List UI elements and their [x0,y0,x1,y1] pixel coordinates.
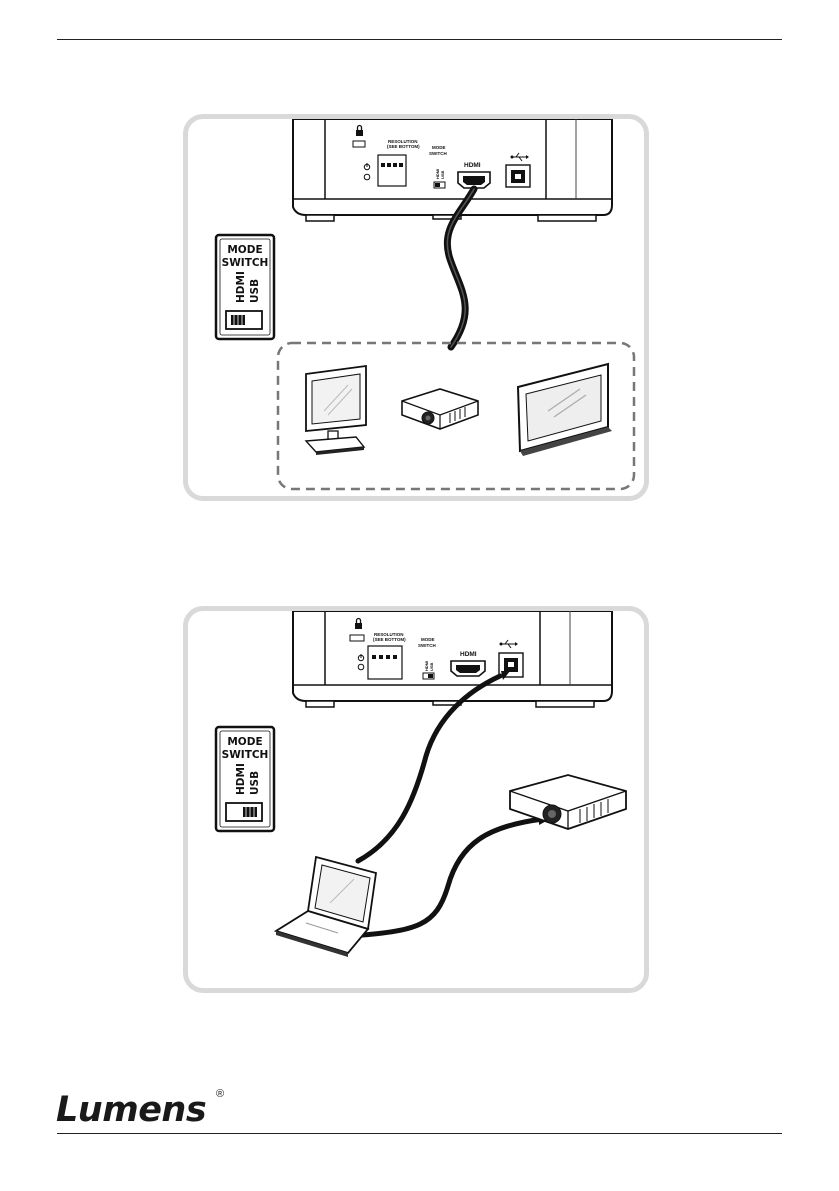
resolution-note: (SEE BOTTOM) [387,144,420,149]
mode-switch-callout: MODE SWITCH HDMI USB [216,235,274,339]
hdmi-port-label: HDMI [460,651,477,658]
logo-text: Lumens [56,1090,206,1130]
registered-mark: ® [216,1088,224,1100]
monitor-icon [306,366,366,455]
mode-switch-callout: MODE SWITCH HDMI USB [216,727,274,831]
callout-mode-label: MODE [227,736,262,748]
small-switch-usb: USB [429,662,434,671]
mode-label: MODE [432,145,446,150]
callout-mode-label: MODE [227,244,262,256]
visualizer-rear-panel [293,611,612,707]
hdmi-diagram-svg: RESOLUTION (SEE BOTTOM) MODE SWITCH HDMI… [188,119,644,496]
hdmi-port-label: HDMI [464,162,481,169]
resolution-dip-switch [378,155,406,186]
callout-usb-label: USB [249,279,261,303]
laptop-icon [276,857,376,957]
switch-label: SWITCH [418,643,436,648]
lumens-logo: Lumens ® [56,1090,246,1130]
mode-label: MODE [421,637,435,642]
usb-connection-diagram: RESOLUTION (SEE BOTTOM) MODE SWITCH HDMI… [183,606,649,993]
usb-b-port [506,165,530,187]
visualizer-rear-panel [293,119,612,221]
tv-icon [518,364,612,456]
callout-switch-label: SWITCH [222,749,269,761]
hdmi-port [451,661,485,676]
callout-hdmi-label: HDMI [235,763,247,795]
callout-usb-label: USB [249,771,261,795]
small-switch-usb: USB [440,170,445,179]
projector-icon [402,389,478,429]
mode-switch-small: HDMI USB [423,661,434,679]
resolution-dip-switch [368,646,402,679]
vga-cable [350,813,550,936]
footer-rule [57,1133,782,1134]
mode-switch-small: HDMI USB [434,169,445,188]
switch-label: SWITCH [429,151,447,156]
header-rule [57,39,782,40]
callout-hdmi-label: HDMI [235,271,247,303]
hdmi-connection-diagram: RESOLUTION (SEE BOTTOM) MODE SWITCH HDMI… [183,114,649,501]
callout-switch-label: SWITCH [222,257,269,269]
resolution-note: (SEE BOTTOM) [373,637,406,642]
usb-diagram-svg: RESOLUTION (SEE BOTTOM) MODE SWITCH HDMI… [188,611,644,988]
